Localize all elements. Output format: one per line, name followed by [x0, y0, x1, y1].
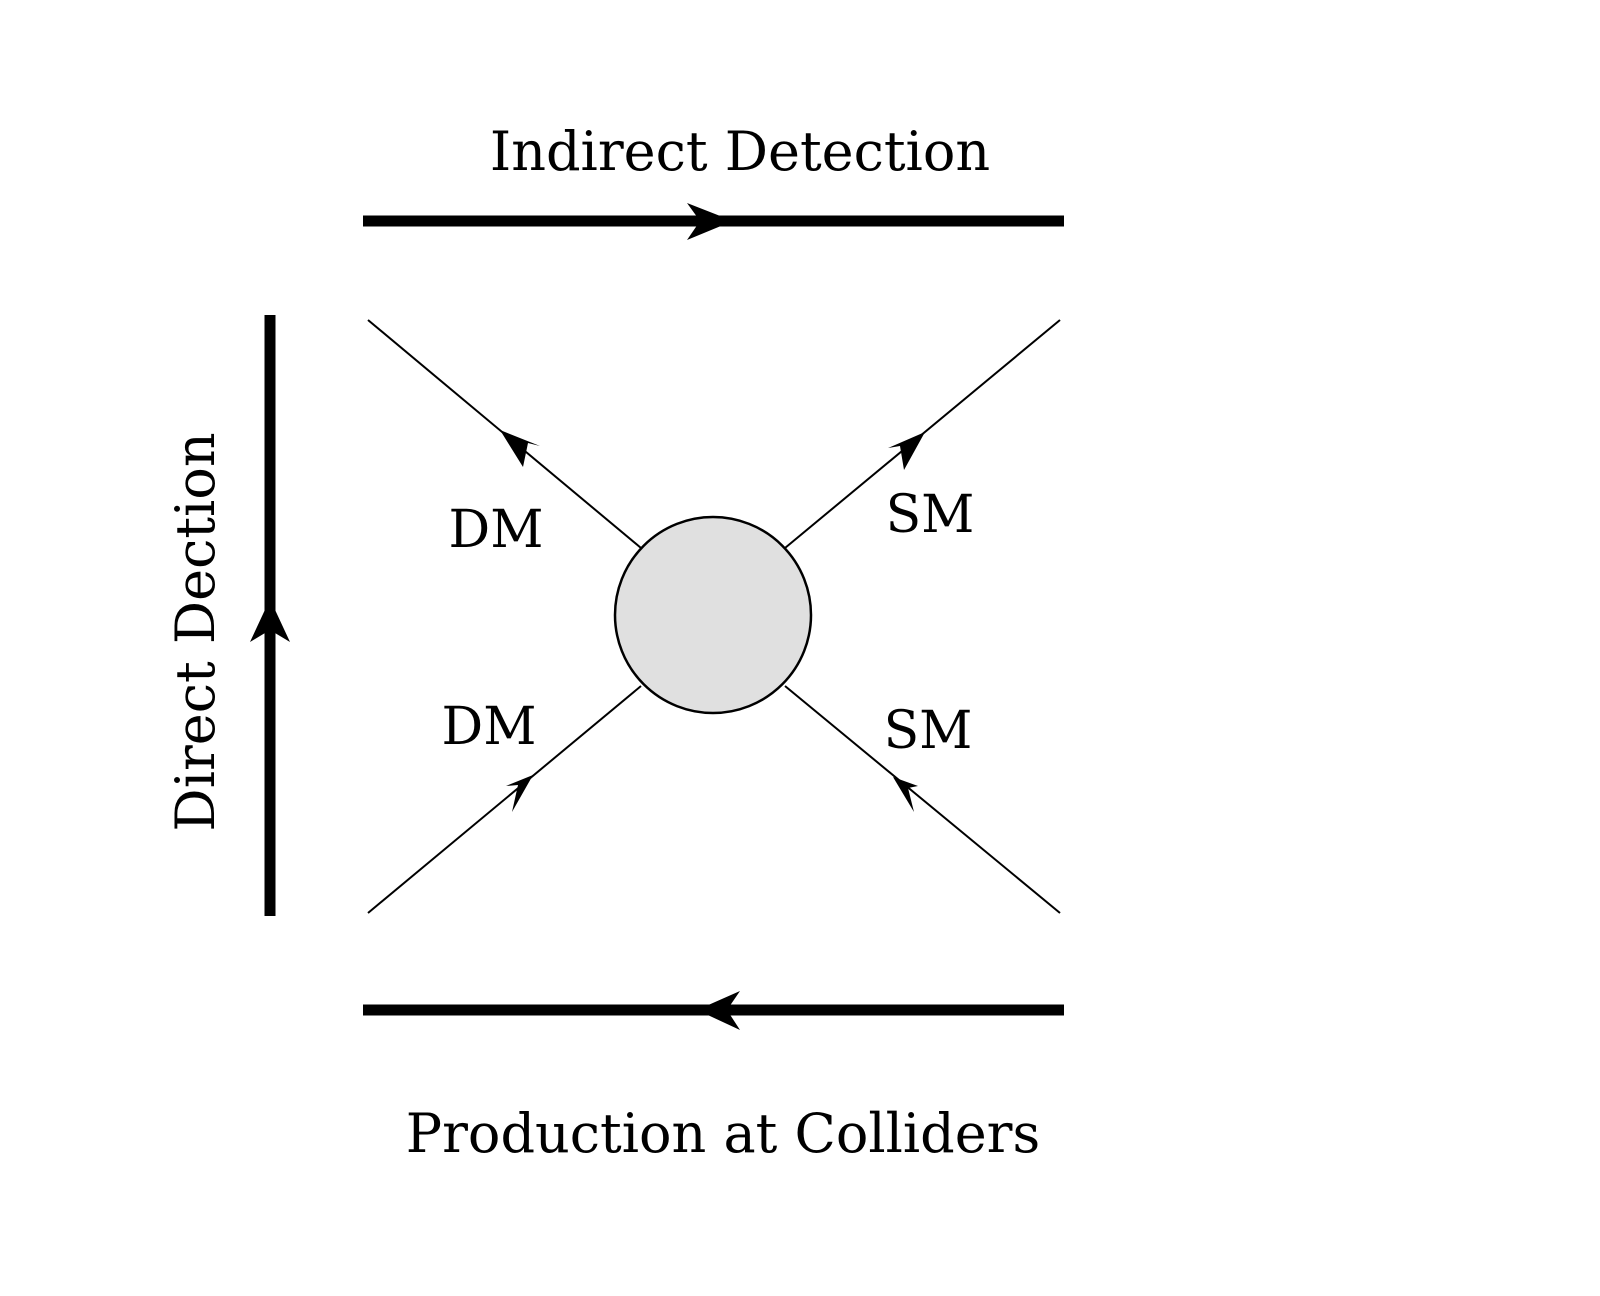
indirect-detection-arrowhead-icon [687, 203, 733, 240]
sm-lower-arrowhead-icon [893, 777, 918, 812]
dm-upper-label: DM [449, 500, 544, 560]
direct-detection-label: Direct Dection [164, 432, 227, 831]
interaction-vertex [613, 515, 813, 715]
dm-lower-line [367, 685, 642, 914]
sm-upper-label: SM [886, 485, 975, 545]
dm-upper-arrowhead-icon [500, 430, 540, 467]
dm-lower-arrowhead-icon [506, 775, 533, 812]
sm-lower-line [784, 685, 1061, 914]
dm-lower-label: DM [442, 697, 537, 757]
production-arrowhead-icon [697, 991, 740, 1030]
sm-upper-arrowhead-icon [888, 432, 925, 470]
indirect-detection-label: Indirect Detection [490, 120, 990, 183]
production-at-colliders-label: Production at Colliders [406, 1102, 1040, 1165]
sm-lower-label: SM [884, 701, 973, 761]
direct-detection-arrowhead-icon [250, 599, 290, 642]
